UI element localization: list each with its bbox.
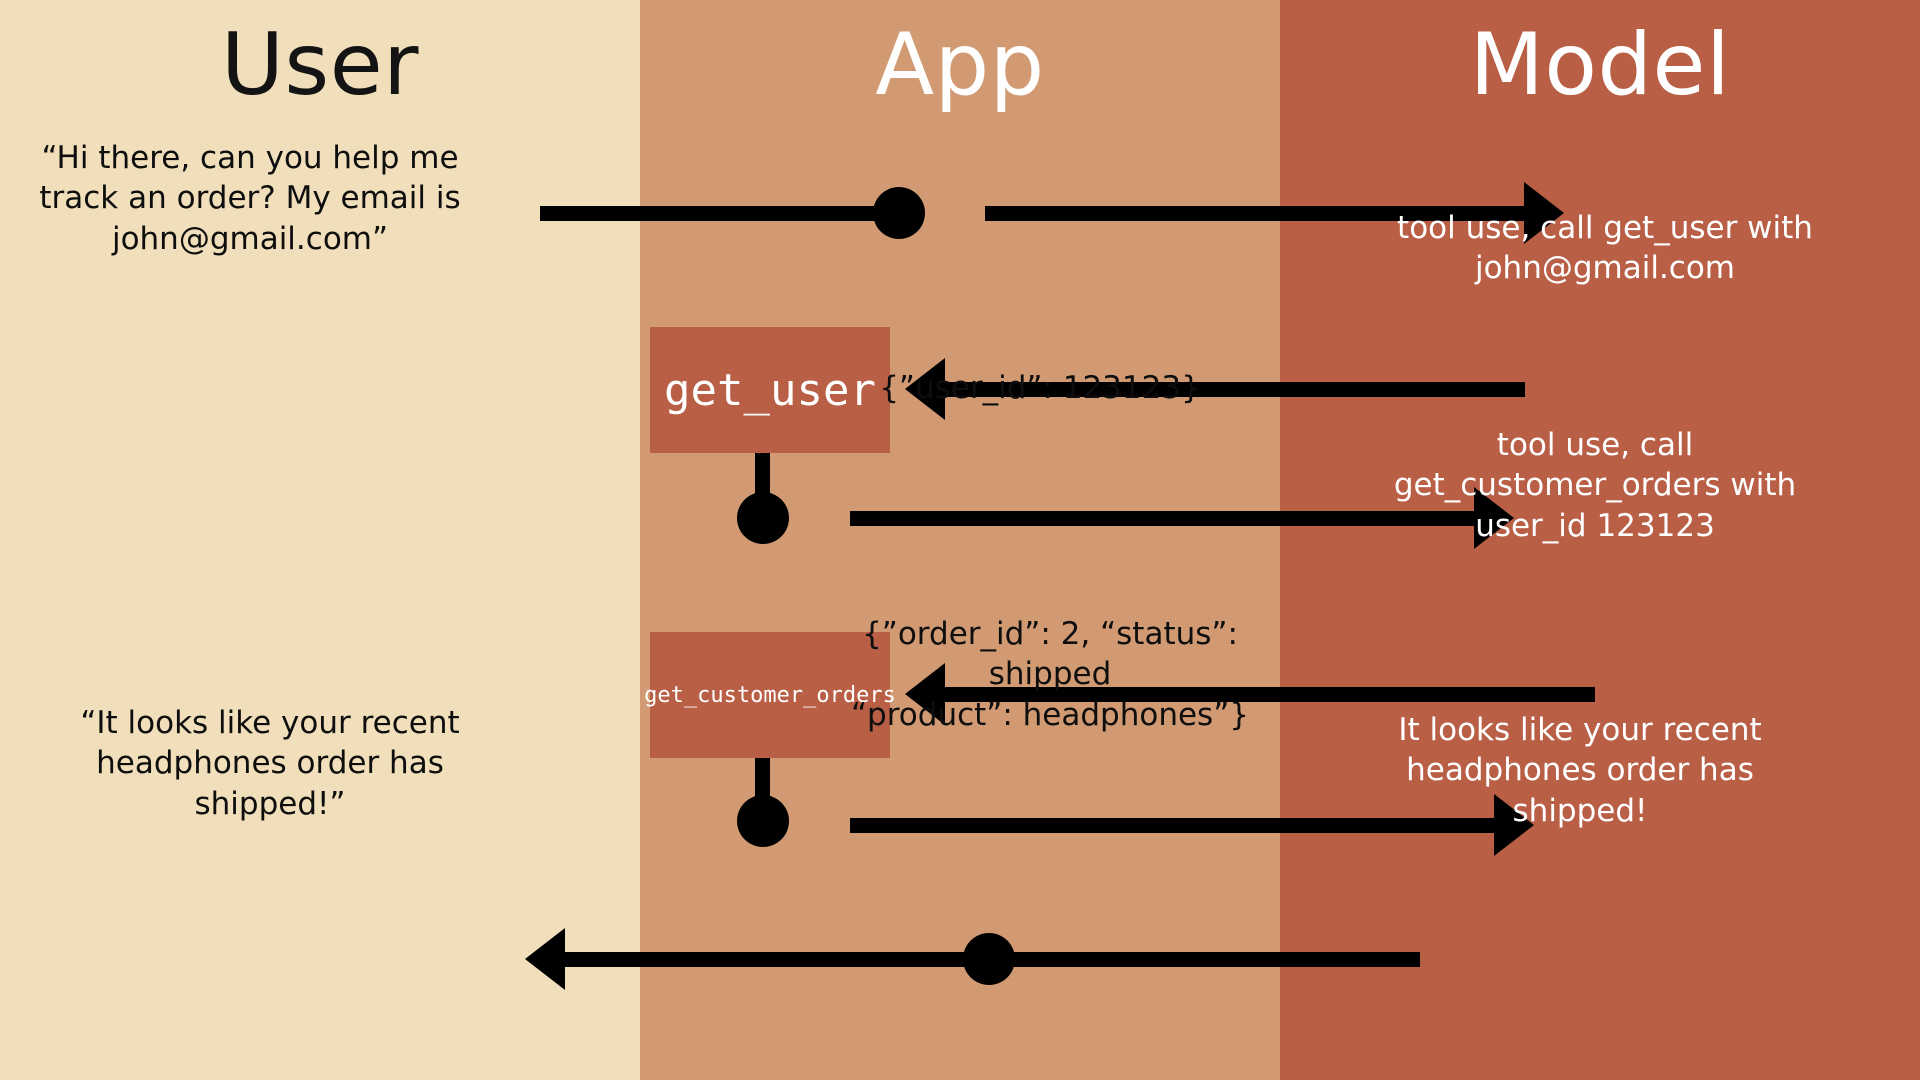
arrow-right-icon-to-model-3 bbox=[1494, 794, 1534, 856]
lane-title-user: User bbox=[220, 15, 420, 115]
connector-app-to-user bbox=[565, 952, 945, 967]
node-dot-app-step3 bbox=[737, 795, 789, 847]
connector-user-to-app bbox=[540, 206, 885, 221]
message-app-tool-result-1: {”user_id”: 123123} bbox=[879, 370, 1201, 406]
message-user-request: “Hi there, can you help me track an orde… bbox=[39, 140, 461, 257]
lane-model bbox=[1280, 0, 1920, 1080]
node-dot-app-step2 bbox=[737, 492, 789, 544]
connector-app-to-model-1 bbox=[985, 206, 1535, 221]
arrow-left-icon-to-user bbox=[525, 928, 565, 990]
tool-box-get-user-label: get_user bbox=[664, 364, 876, 416]
arrow-right-icon-to-model-2 bbox=[1474, 487, 1514, 549]
tool-box-get-customer-orders[interactable]: get_customer_orders bbox=[644, 632, 896, 758]
message-user-final-answer: “It looks like your recent headphones or… bbox=[80, 705, 460, 822]
message-app-tool-result-2: {”order_id”: 2, “status”: shipped “produ… bbox=[851, 616, 1249, 733]
arrow-left-icon-to-app-2 bbox=[905, 663, 945, 725]
lane-title-model: Model bbox=[1469, 15, 1731, 115]
connector-app-to-model-2 bbox=[850, 511, 1480, 526]
message-model-tool-call-2: tool use, call get_customer_orders with … bbox=[1393, 427, 1797, 544]
message-model-tool-call-1: tool use, call get_user with john@gmail.… bbox=[1397, 210, 1813, 287]
lane-app bbox=[640, 0, 1280, 1080]
node-dot-app-step4 bbox=[963, 933, 1015, 985]
message-model-final-answer: It looks like your recent headphones ord… bbox=[1398, 712, 1762, 829]
tool-box-get-customer-orders-label: get_customer_orders bbox=[644, 682, 896, 708]
connector-app-to-model-3 bbox=[850, 818, 1500, 833]
tool-box-get-user[interactable]: get_user bbox=[650, 327, 890, 453]
lane-title-app: App bbox=[875, 15, 1045, 115]
connector-model-to-app-1 bbox=[945, 382, 1525, 397]
arrow-right-icon-to-model-1 bbox=[1524, 182, 1564, 244]
lane-user bbox=[0, 0, 640, 1080]
node-dot-app-step1 bbox=[873, 187, 925, 239]
connector-model-to-app-2 bbox=[945, 687, 1595, 702]
arrow-left-icon-to-app-1 bbox=[905, 358, 945, 420]
